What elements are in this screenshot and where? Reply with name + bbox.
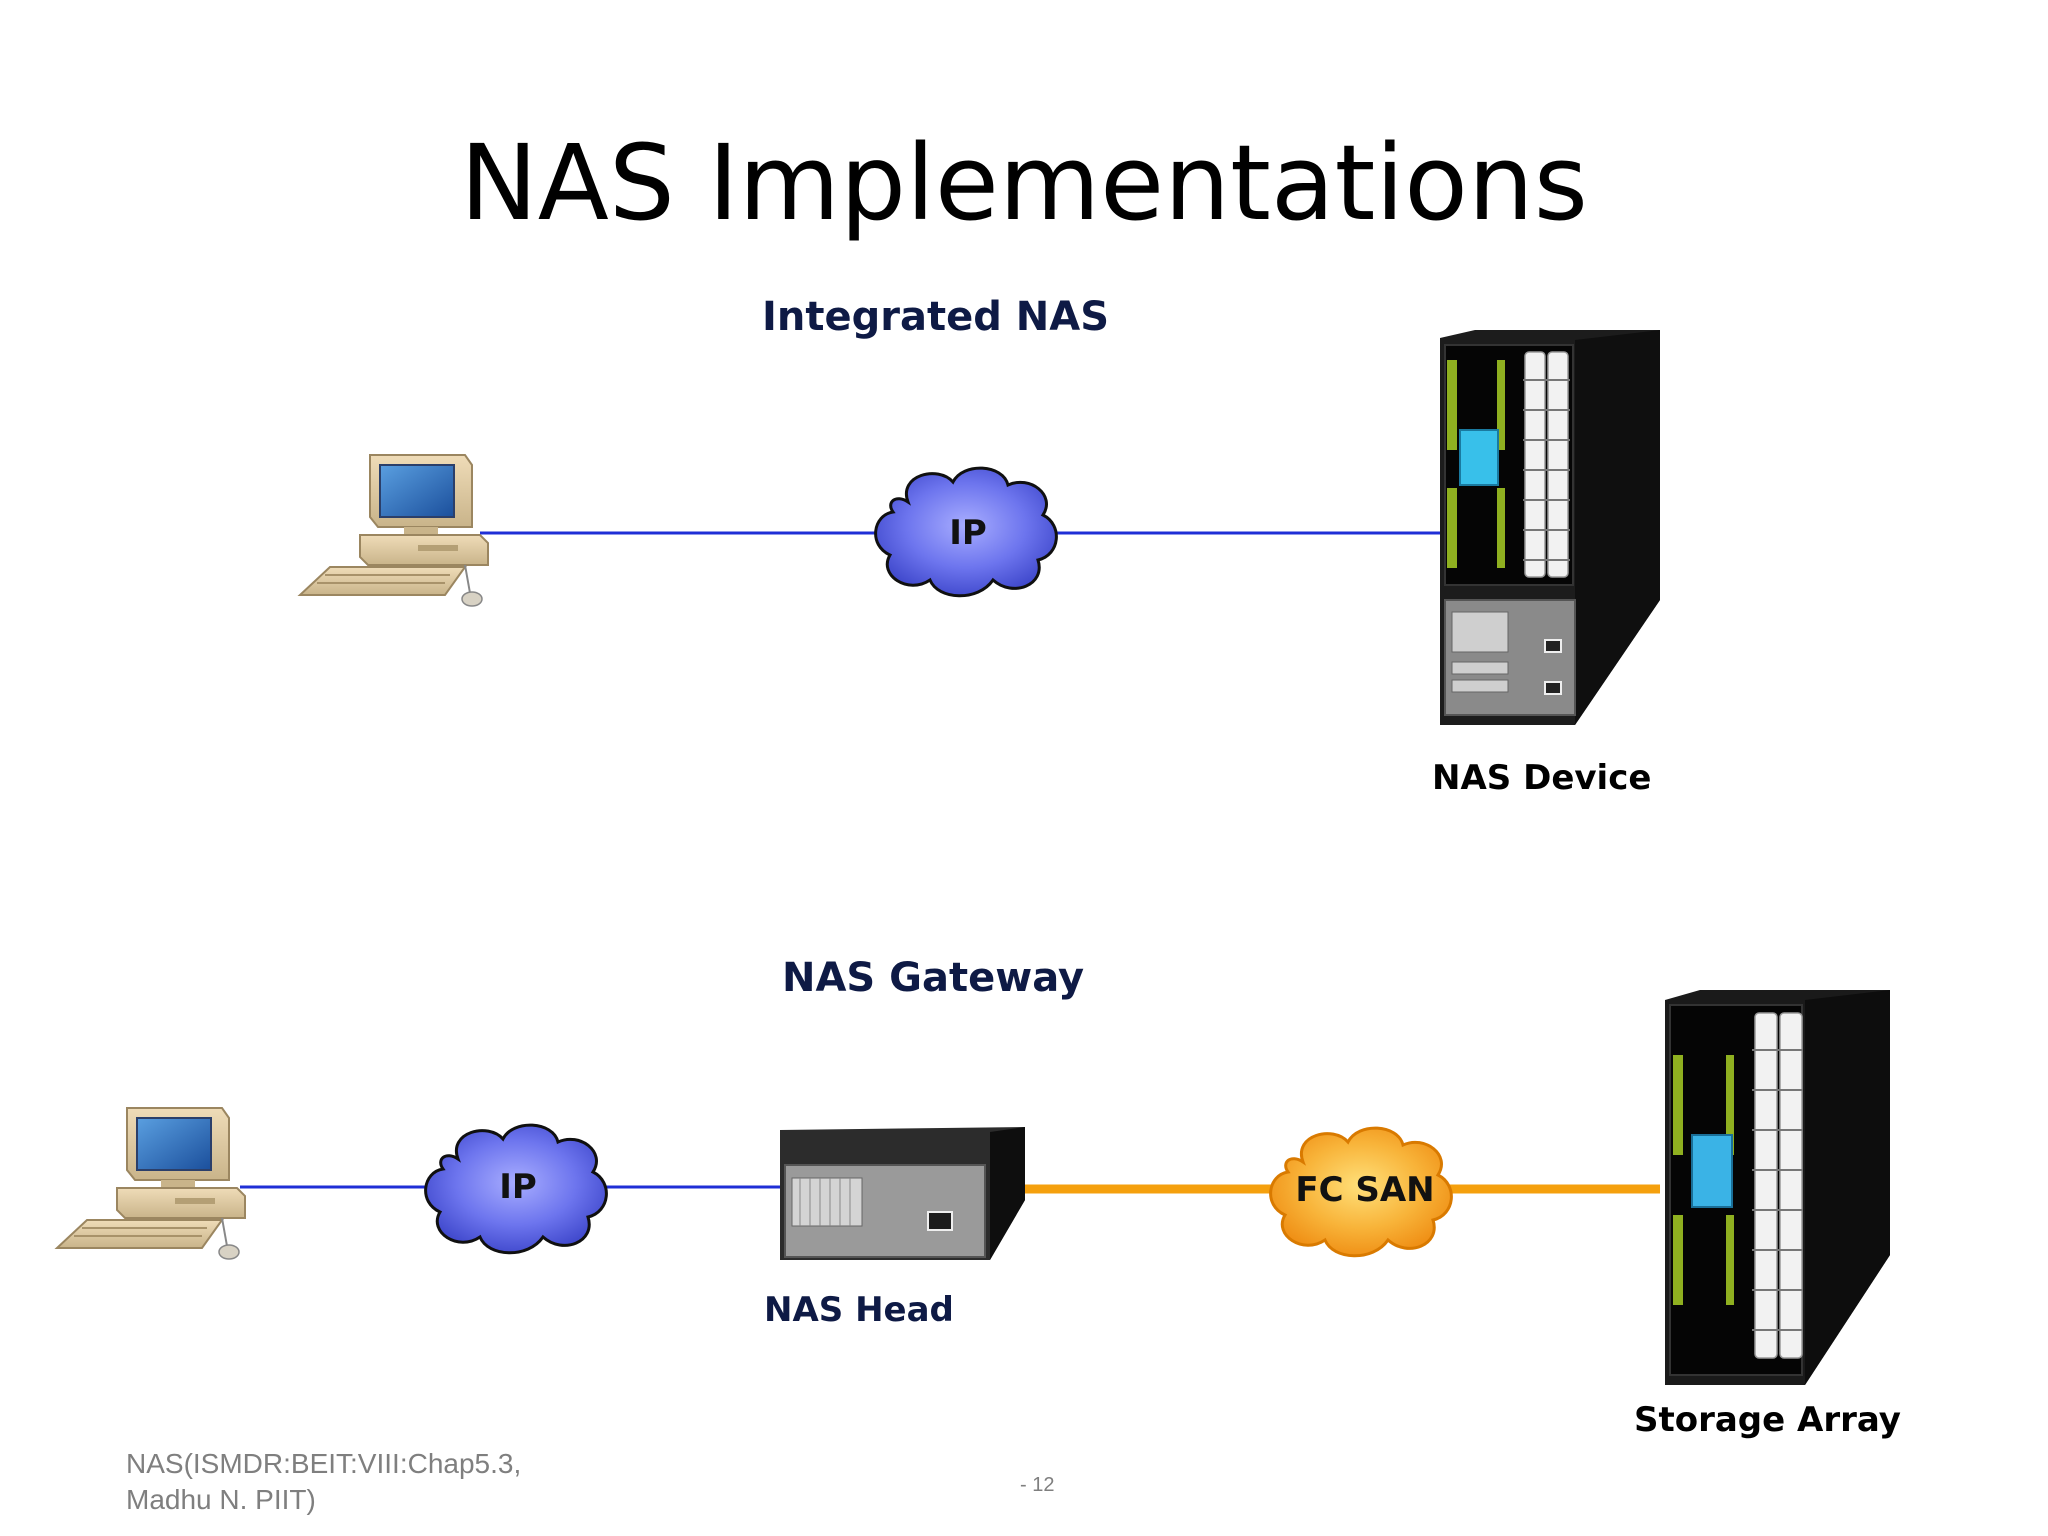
nas-device-rack-icon [1440,330,1660,725]
slide-title: NAS Implementations [459,122,1588,244]
integrated-nas-title: Integrated NAS [762,294,1110,340]
storage-array-icon [1665,990,1890,1385]
desktop-computer-icon [299,454,489,607]
nas-head-icon [780,1127,1025,1260]
integrated-ip-cloud-label: IP [949,513,987,553]
footer-source: NAS(ISMDR:BEIT:VIII:Chap5.3, Madhu N. PI… [126,1446,521,1519]
gateway-ip-cloud-label: IP [499,1167,537,1207]
footer-source-line1: NAS(ISMDR:BEIT:VIII:Chap5.3, [126,1448,522,1479]
desktop-computer-icon [56,1107,246,1260]
fc-san-cloud-icon [1269,1126,1453,1258]
page-number: - 12 [1020,1474,1055,1496]
fc-san-cloud-label: FC SAN [1295,1170,1434,1210]
footer-source-line2: Madhu N. PIIT) [126,1484,316,1516]
ip-cloud-icon [874,466,1058,598]
nas-device-label: NAS Device [1432,758,1652,798]
nas-head-label: NAS Head [764,1290,954,1330]
nas-gateway-title: NAS Gateway [782,955,1085,1001]
ip-cloud-icon [424,1123,608,1255]
storage-array-label: Storage Array [1634,1400,1901,1440]
